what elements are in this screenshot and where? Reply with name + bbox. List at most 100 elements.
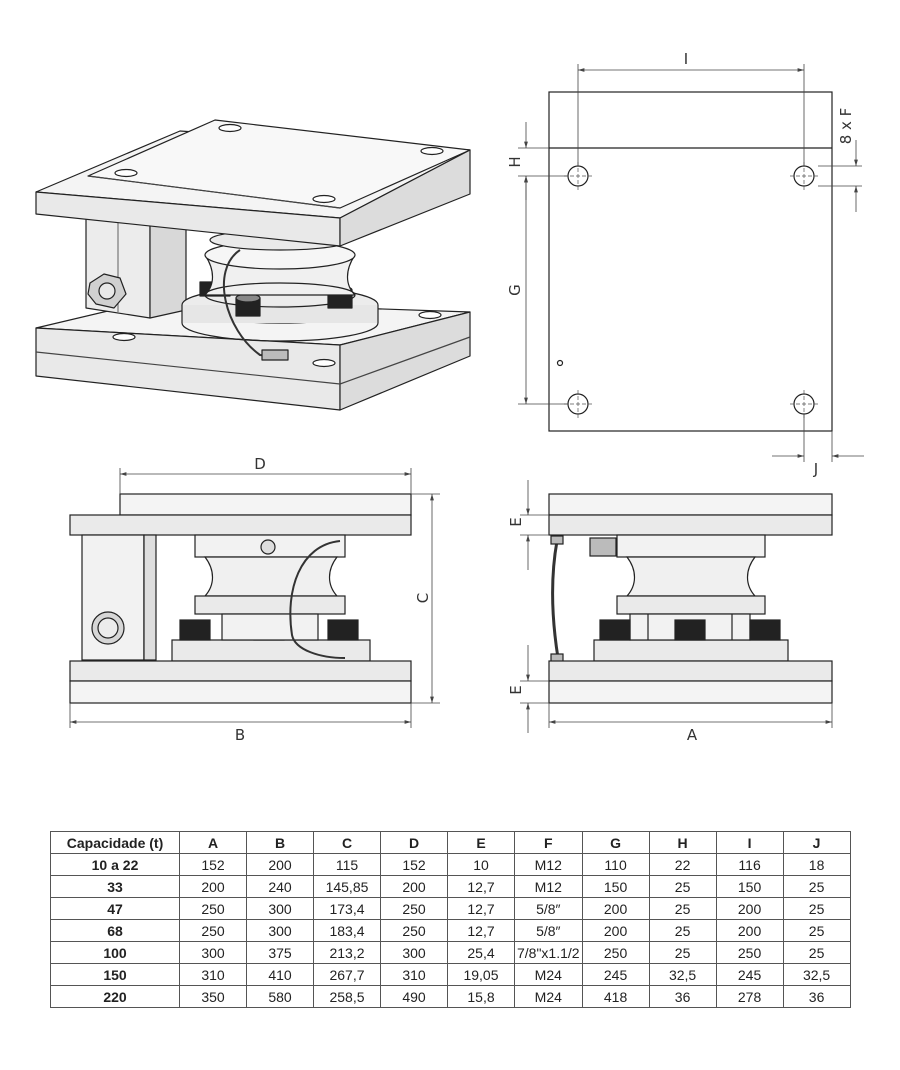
dim-label-c: C	[414, 593, 432, 603]
header-f: F	[514, 831, 583, 854]
table-cell: 25	[782, 941, 851, 964]
table-cell: 310	[179, 963, 247, 986]
table-cell: 173,4	[313, 897, 381, 920]
table-cell: 32,5	[648, 963, 717, 986]
table-cell: 116	[715, 853, 784, 876]
table-cell: 220	[50, 985, 180, 1008]
dim-label-e-bottom: E	[507, 685, 525, 694]
front-view	[69, 493, 412, 704]
header-j: J	[782, 831, 851, 854]
table-cell: 36	[648, 985, 717, 1008]
header-c: C	[313, 831, 381, 854]
front-base-plate-lower	[69, 680, 412, 704]
base-hole	[112, 332, 136, 342]
front-base-plate-upper	[69, 660, 412, 682]
front-view-dimensions	[69, 468, 440, 728]
dim-label-f: 8 x F	[837, 108, 855, 145]
table-cell: 375	[246, 941, 314, 964]
header-h: H	[648, 831, 717, 854]
table-cell: 5/8″	[514, 897, 583, 920]
table-cell: 18	[782, 853, 851, 876]
header-capacity: Capacidade (t)	[50, 831, 180, 854]
dim-label-j: J	[813, 460, 818, 478]
table-cell: 250	[179, 897, 247, 920]
table-cell: 100	[50, 941, 180, 964]
table-cell: 213,2	[313, 941, 381, 964]
table-cell: 19,05	[447, 963, 515, 986]
table-cell: 410	[246, 963, 314, 986]
table-cell: 200	[715, 919, 784, 942]
table-cell: 250	[581, 941, 650, 964]
table-cell: 115	[313, 853, 381, 876]
table-cell: M24	[514, 985, 583, 1008]
specifications-table: Capacidade (t) A B C D E F G H I J 10 a …	[50, 831, 851, 1008]
table-cell: 418	[581, 985, 650, 1008]
dim-label-h: H	[506, 156, 524, 167]
table-cell: 33	[50, 875, 180, 898]
table-cell: 25	[648, 919, 717, 942]
ground-cable	[223, 249, 286, 359]
table-cell: 200	[380, 875, 448, 898]
table-cell: 250	[179, 919, 247, 942]
cable-terminal	[261, 349, 289, 361]
top-hole	[114, 168, 138, 178]
table-cell: 12,7	[447, 897, 515, 920]
side-view	[548, 493, 833, 704]
table-row: 10 a 22 152 200 115 152 10 M12 110 22 11…	[50, 853, 851, 876]
front-screw	[327, 619, 359, 641]
header-a: A	[179, 831, 247, 854]
table-cell: 32,5	[782, 963, 851, 986]
table-cell: 15,8	[447, 985, 515, 1008]
table-cell: 25	[782, 875, 851, 898]
base-hole	[418, 310, 442, 320]
side-screw	[674, 619, 706, 641]
top-view	[548, 91, 833, 432]
table-cell: 350	[179, 985, 247, 1008]
table-cell: 240	[246, 875, 314, 898]
table-cell: 152	[179, 853, 247, 876]
table-cell: 68	[50, 919, 180, 942]
table-cell: 245	[715, 963, 784, 986]
table-cell: 300	[246, 897, 314, 920]
side-view-dimensions	[520, 480, 833, 733]
table-cell: 580	[246, 985, 314, 1008]
dim-label-e-top: E	[507, 517, 525, 526]
table-cell: 145,85	[313, 875, 381, 898]
table-cell: 490	[380, 985, 448, 1008]
table-cell: 25	[648, 875, 717, 898]
table-cell: 10 a 22	[50, 853, 180, 876]
table-cell: 47	[50, 897, 180, 920]
side-base-plate-lower	[548, 680, 833, 704]
table-cell: M12	[514, 875, 583, 898]
header-e: E	[447, 831, 515, 854]
front-screw	[179, 619, 211, 641]
table-row: 220 350 580 258,5 490 15,8 M24 418 36 27…	[50, 985, 851, 1008]
header-g: G	[581, 831, 650, 854]
table-cell: 25,4	[447, 941, 515, 964]
front-cell-body	[203, 556, 339, 597]
dim-label-a: A	[687, 726, 698, 744]
table-cell: 300	[179, 941, 247, 964]
table-cell: 250	[380, 919, 448, 942]
table-cell: 150	[581, 875, 650, 898]
header-i: I	[715, 831, 784, 854]
side-top-plate-upper	[548, 493, 833, 516]
front-ground-cable	[289, 540, 346, 659]
top-hole	[218, 123, 242, 133]
table-cell: 200	[715, 897, 784, 920]
side-top-plate-lower	[548, 514, 833, 536]
table-cell: 200	[179, 875, 247, 898]
top-hole	[312, 194, 336, 204]
table-cell: 25	[782, 897, 851, 920]
table-cell: 22	[648, 853, 717, 876]
dim-label-b: B	[235, 726, 245, 744]
dim-label-i: I	[684, 50, 688, 68]
table-cell: 150	[50, 963, 180, 986]
table-cell: 300	[380, 941, 448, 964]
table-cell: M12	[514, 853, 583, 876]
table-cell: 110	[581, 853, 650, 876]
front-top-plate-upper	[119, 493, 412, 516]
top-plate-side	[339, 149, 471, 247]
table-cell: 245	[581, 963, 650, 986]
table-cell: 200	[581, 919, 650, 942]
